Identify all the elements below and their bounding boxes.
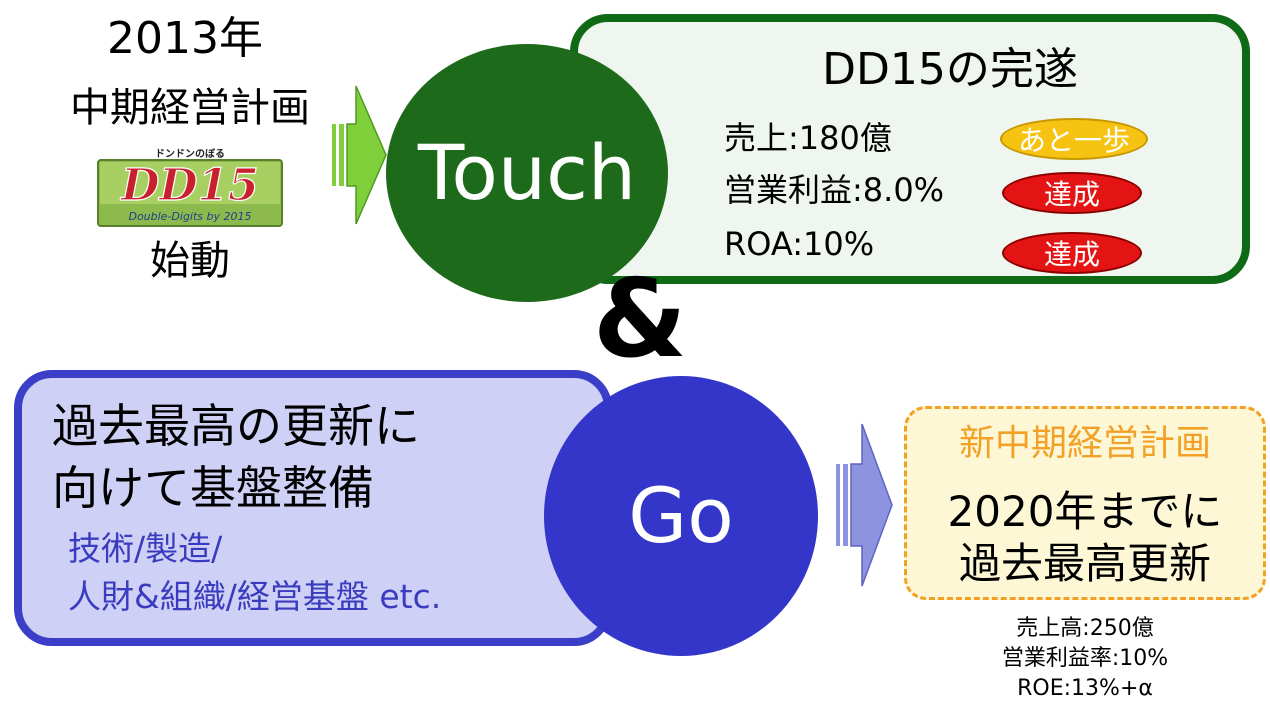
blue-arrow [836, 423, 893, 587]
go-sub-line: 技術/製造/ [68, 529, 223, 568]
go-line: 過去最高の更新に [52, 399, 420, 453]
logo-tagline: Double-Digits by 2015 [128, 210, 251, 223]
ampersand-connector: & [592, 257, 688, 382]
status-badge-almost: あと一歩 [1000, 118, 1148, 160]
target-operating-margin: 営業利益率:10% [1001, 646, 1169, 671]
dd15-logo: ドンドンのぼる DD15 Double-Digits by 2015 [97, 147, 283, 227]
new-plan-title: 新中期経営計画 [958, 423, 1211, 464]
go-circle: Go [544, 376, 818, 656]
go-panel [14, 370, 612, 646]
status-badge-achieved: 達成 [1002, 172, 1142, 214]
metric-roa: ROA:10% [724, 225, 875, 263]
logo-main: DD15 [119, 160, 259, 211]
new-plan-goal: 過去最高更新 [958, 539, 1211, 588]
metric-sales: 売上:180億 [724, 119, 892, 157]
plan-start: 始動 [150, 238, 230, 284]
plan-year: 2013年 [107, 13, 263, 64]
plan-name: 中期経営計画 [70, 85, 310, 131]
new-plan-box [904, 406, 1266, 600]
touch-circle: Touch [386, 44, 668, 302]
target-sales: 売上高:250億 [1016, 616, 1154, 641]
metric-operating-profit: 営業利益:8.0% [724, 171, 945, 209]
target-roe: ROE:13%+α [1017, 676, 1153, 701]
go-sub-line: 人財&組織/経営基盤 etc. [68, 577, 442, 616]
green-arrow [332, 85, 387, 225]
new-plan-goal: 2020年までに [947, 487, 1223, 536]
touch-title: DD15の完遂 [822, 44, 1078, 95]
logo-ruby: ドンドンのぼる [155, 147, 225, 160]
go-line: 向けて基盤整備 [52, 461, 374, 515]
status-badge-achieved: 達成 [1002, 232, 1142, 274]
